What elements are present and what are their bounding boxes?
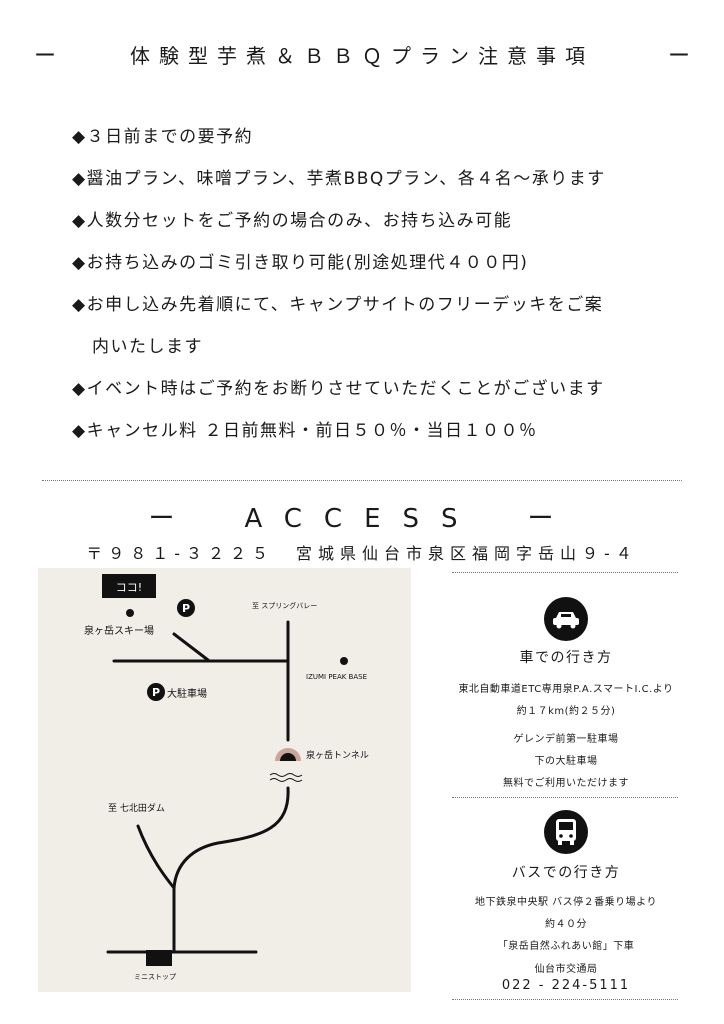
car-line: 下の大駐車場 [534, 756, 598, 767]
bus-icon [544, 810, 588, 854]
parking-label: 大駐車場 [167, 687, 207, 700]
ski-area-dot [126, 609, 134, 617]
izumi-peak-dot [340, 657, 348, 665]
car-line: 東北自動車道ETC専用泉P.A.スマートI.C.より [458, 684, 674, 695]
tunnel-label: 泉ヶ岳トンネル [306, 749, 369, 761]
spring-valley-label: 至 スプリングバレー [252, 601, 317, 610]
dam-label: 至 七北田ダム [108, 802, 165, 814]
bus-line: 「泉岳自然ふれあい館」下車 [497, 941, 635, 952]
bus-section-title: バスでの行き方 [511, 865, 621, 881]
road-dam [136, 824, 176, 890]
car-section-title: 車での行き方 [519, 650, 613, 666]
access-info-panel: 車での行き方 東北自動車道ETC専用泉P.A.スマートI.C.より 約１７km(… [452, 572, 680, 1000]
ministop-marker [146, 950, 172, 966]
car-line: 無料でご利用いただけます [503, 778, 629, 789]
road-diagonal [172, 632, 210, 662]
address: 〒９８１-３２２５ 宮城県仙台市泉区福岡字岳山９-４ [86, 544, 638, 563]
divider [452, 572, 678, 573]
parking-icon [147, 683, 165, 701]
note-item: ◆キャンセル料 ２日前無料・前日５０％・当日１００％ [72, 421, 538, 441]
water-icon [269, 773, 303, 782]
section-divider [42, 480, 682, 481]
here-marker-box [102, 574, 156, 598]
izumi-peak-label: IZUMI PEAK BASE [306, 673, 367, 681]
note-item: ◆３日前までの要予約 [72, 127, 254, 147]
bus-line: 約４０分 [545, 919, 587, 930]
access-map: ココ! 泉ヶ岳スキー場 P 至 スプリングバレー IZUMI PEAK BASE… [38, 568, 411, 992]
car-line: ゲレンデ前第一駐車場 [513, 734, 619, 745]
note-continuation: 内いたします [92, 337, 203, 357]
car-line: 約１７km(約２５分) [516, 706, 616, 717]
here-marker-label: ココ! [116, 581, 142, 594]
ministop-label: ミニストップ [134, 973, 176, 981]
note-item: ◆人数分セットをご予約の場合のみ、お持ち込み可能 [72, 211, 513, 231]
svg-text:P: P [182, 602, 190, 615]
road-curve [172, 786, 290, 954]
page-title: 体験型芋煮＆ＢＢＱプラン注意事項 [130, 44, 594, 68]
bus-operator: 仙台市交通局 [534, 964, 598, 975]
header-dash-right: ー [667, 44, 690, 69]
svg-text:P: P [152, 686, 160, 699]
note-item: ◆イベント時はご予約をお断りさせていただくことがございます [72, 379, 605, 399]
bus-line: 地下鉄泉中央駅 バス停２番乗り場より [475, 897, 657, 908]
note-item: ◆お持ち込みのゴミ引き取り可能(別途処理代４００円) [72, 253, 529, 273]
header-dash-left: ー [34, 44, 57, 69]
divider [452, 797, 678, 798]
note-item: ◆醤油プラン、味噌プラン、芋煮BBQプラン、各４名～承ります [72, 169, 606, 189]
notes-list: ◆３日前までの要予約 ◆醤油プラン、味噌プラン、芋煮BBQプラン、各４名～承りま… [72, 116, 692, 452]
car-icon [544, 597, 588, 641]
divider [452, 999, 678, 1000]
parking-icon [177, 599, 195, 617]
ski-area-label: 泉ヶ岳スキー場 [84, 624, 154, 637]
bus-phone: 022 - 224-5111 [501, 978, 631, 993]
access-title: ー ACCESS ー [148, 504, 576, 534]
note-item: ◆お申し込み先着順にて、キャンプサイトのフリーデッキをご案 内いたします [72, 284, 692, 368]
